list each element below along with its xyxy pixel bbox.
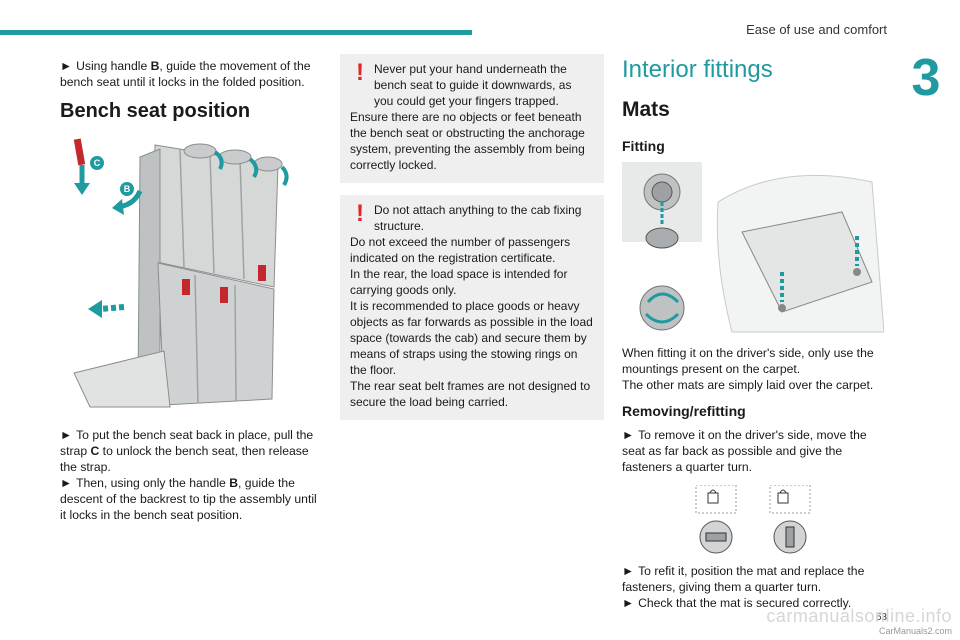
- section-title: Ease of use and comfort: [746, 22, 887, 37]
- column-bench-seat: ►Using handle B, guide the movement of t…: [60, 58, 318, 533]
- bullet-icon: ►: [60, 59, 73, 73]
- watermark-small: CarManuals2.com: [878, 626, 952, 636]
- label-b: B: [120, 182, 134, 196]
- removing-heading: Removing/refitting: [622, 403, 746, 419]
- warning-box-load: ! Do not attach anything to the cab fixi…: [340, 195, 604, 420]
- lock-unlock-illustration: [695, 485, 811, 554]
- mat-fitting-illustration: [622, 162, 884, 333]
- warning-box-fingers: ! Never put your hand underneath the ben…: [340, 54, 604, 183]
- intro-paragraph: ►Using handle B, guide the movement of t…: [60, 59, 311, 89]
- warning-icon: !: [356, 59, 364, 86]
- page-number: 63: [875, 612, 887, 623]
- step-strap-paragraph: ►To put the bench seat back in place, pu…: [60, 428, 314, 474]
- bench-seat-illustration: [73, 138, 289, 408]
- fitting-heading: Fitting: [622, 138, 665, 154]
- fitting-paragraph-1: When fitting it on the driver's side, on…: [622, 346, 874, 376]
- interior-fittings-title: Interior fittings: [622, 56, 773, 83]
- step-handle-paragraph: ►Then, using only the handle B, guide th…: [60, 476, 317, 522]
- chapter-number: 3: [911, 49, 941, 107]
- header-accent-bar: [0, 30, 472, 35]
- warning-icon: !: [356, 200, 364, 227]
- bench-seat-heading: Bench seat position: [60, 100, 251, 122]
- watermark: carmanualsonline.info: [766, 606, 952, 626]
- column-interior-fittings: Interior fittings Mats Fitting When fitt…: [622, 56, 884, 621]
- mats-heading: Mats: [622, 98, 670, 121]
- column-warnings: ! Never put your hand underneath the ben…: [340, 54, 604, 432]
- fitting-paragraph-2: The other mats are simply laid over the …: [622, 378, 874, 392]
- refit-paragraph: ►To refit it, position the mat and repla…: [622, 564, 865, 594]
- remove-paragraph: ►To remove it on the driver's side, move…: [622, 428, 867, 474]
- check-paragraph: ►Check that the mat is secured correctly…: [622, 596, 852, 610]
- label-c: C: [90, 156, 104, 170]
